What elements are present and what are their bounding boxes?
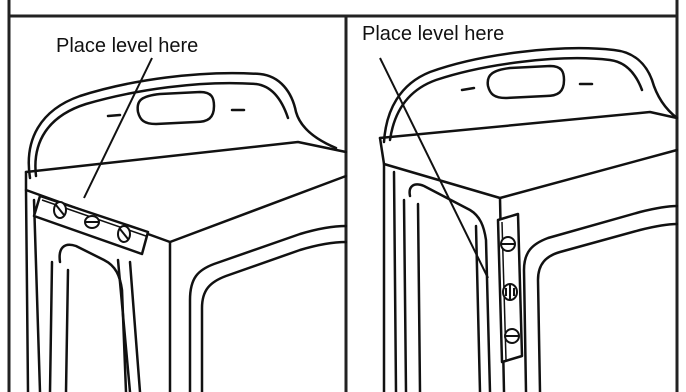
right-panel-label: Place level here <box>362 24 504 44</box>
left-dryer <box>26 73 346 392</box>
right-dryer <box>380 48 677 392</box>
left-panel-label: Place level here <box>56 36 198 56</box>
left-pointer-line <box>84 58 152 198</box>
